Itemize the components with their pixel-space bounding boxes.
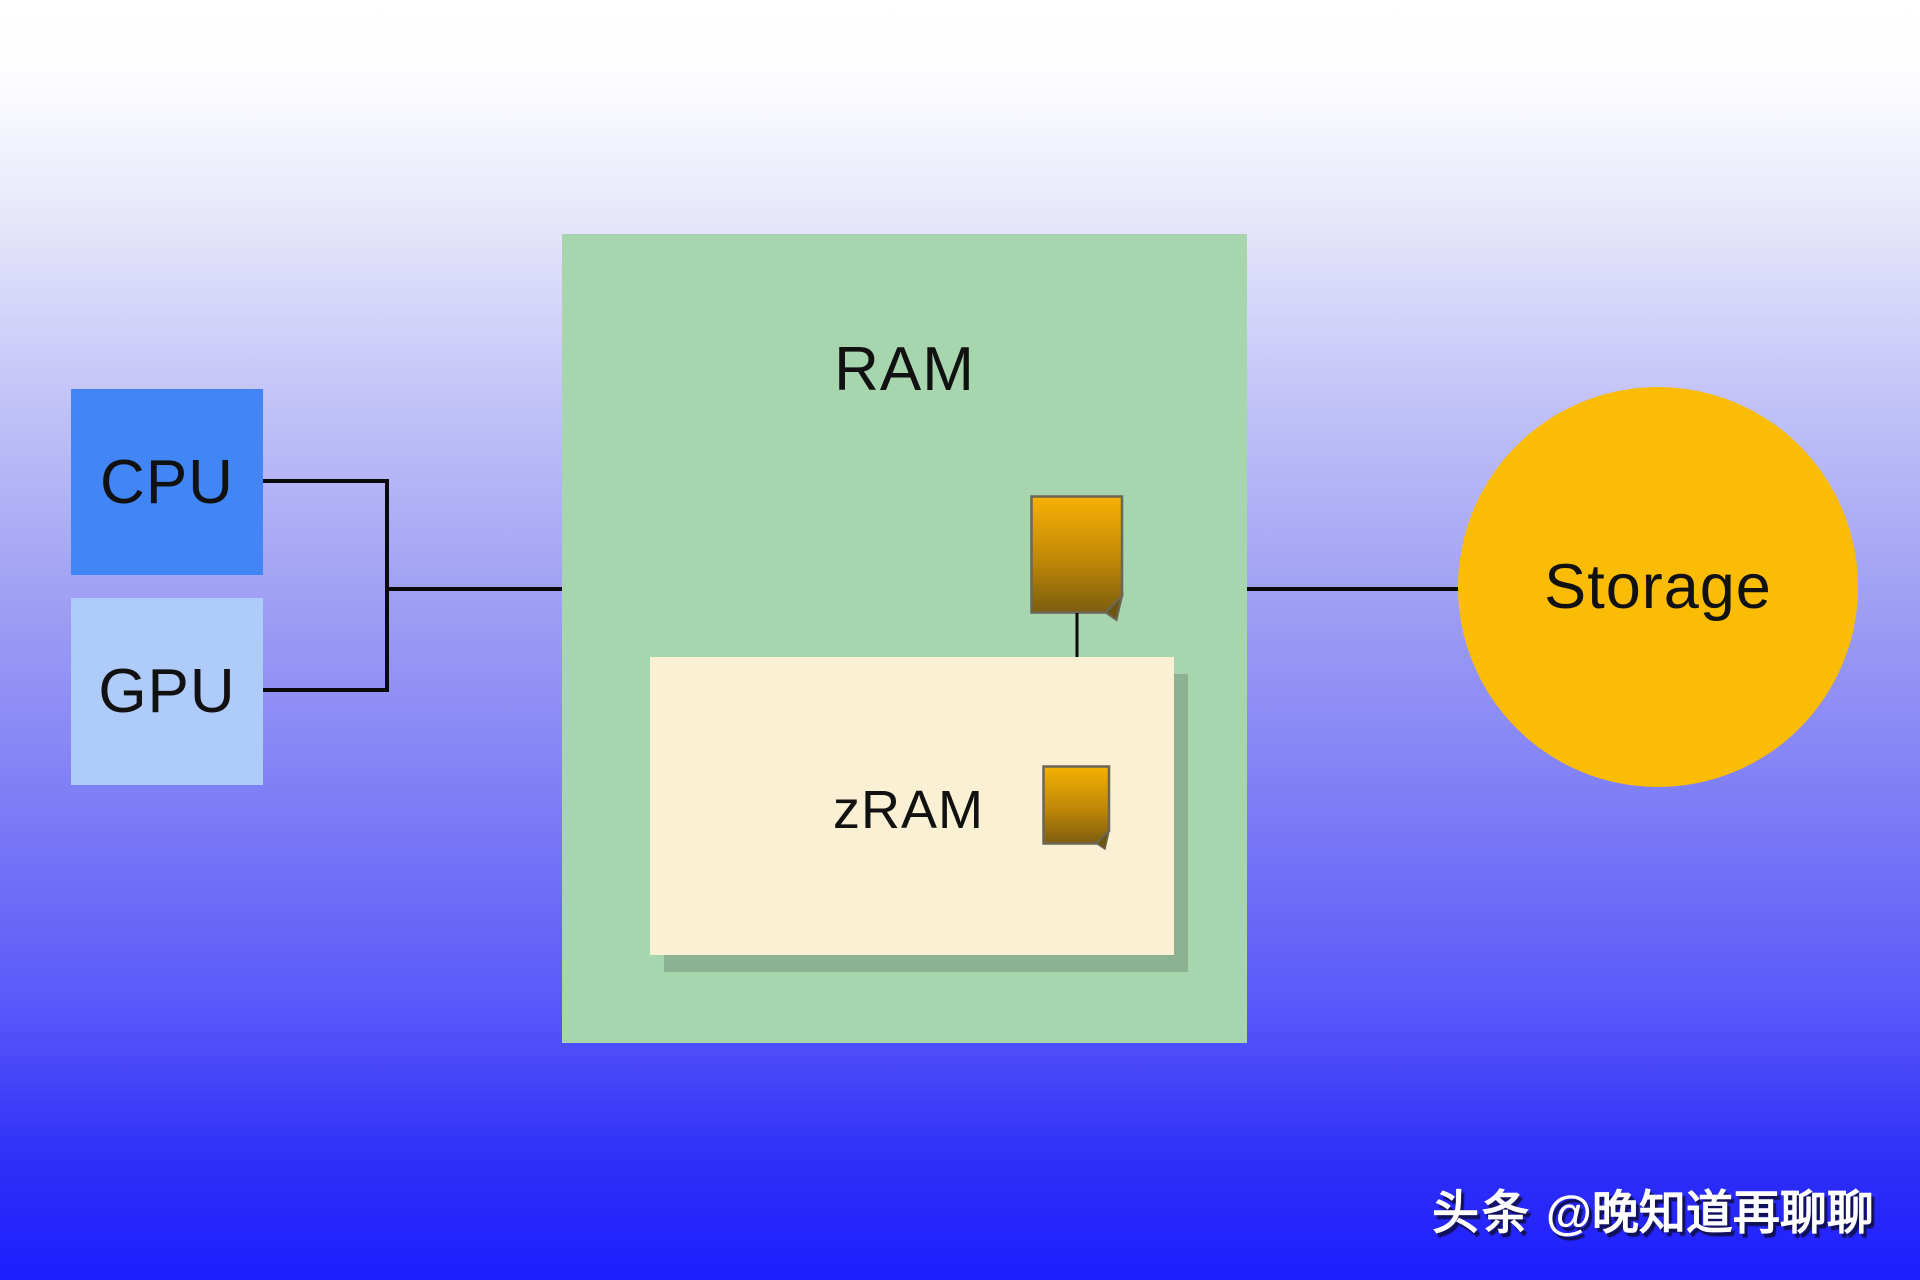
edge-ram-to-storage bbox=[1246, 587, 1459, 591]
storage-node: Storage bbox=[1458, 387, 1858, 787]
cpu-label: CPU bbox=[100, 447, 234, 517]
gpu-label: GPU bbox=[98, 657, 236, 726]
compressed-page-icon bbox=[1042, 765, 1111, 851]
watermark: 头条 @晚知道再聊聊 bbox=[1432, 1186, 1874, 1240]
edge-gpu-to-junction bbox=[263, 688, 389, 692]
watermark-handle: @晚知道再聊聊 bbox=[1546, 1186, 1874, 1239]
zram-label: zRAM bbox=[833, 780, 984, 840]
watermark-brand: 头条 bbox=[1432, 1186, 1532, 1239]
storage-label: Storage bbox=[1544, 552, 1772, 622]
zram-node: zRAM bbox=[650, 657, 1174, 955]
cpu-node: CPU bbox=[71, 389, 263, 575]
ram-node: RAM zRAM bbox=[562, 234, 1247, 1043]
edge-junction-to-ram bbox=[385, 587, 563, 591]
document-page-icon bbox=[1030, 495, 1124, 622]
edge-cpu-to-junction bbox=[263, 479, 389, 483]
edge-junction-vertical bbox=[385, 479, 389, 692]
ram-label: RAM bbox=[834, 335, 975, 404]
gpu-node: GPU bbox=[71, 598, 263, 785]
